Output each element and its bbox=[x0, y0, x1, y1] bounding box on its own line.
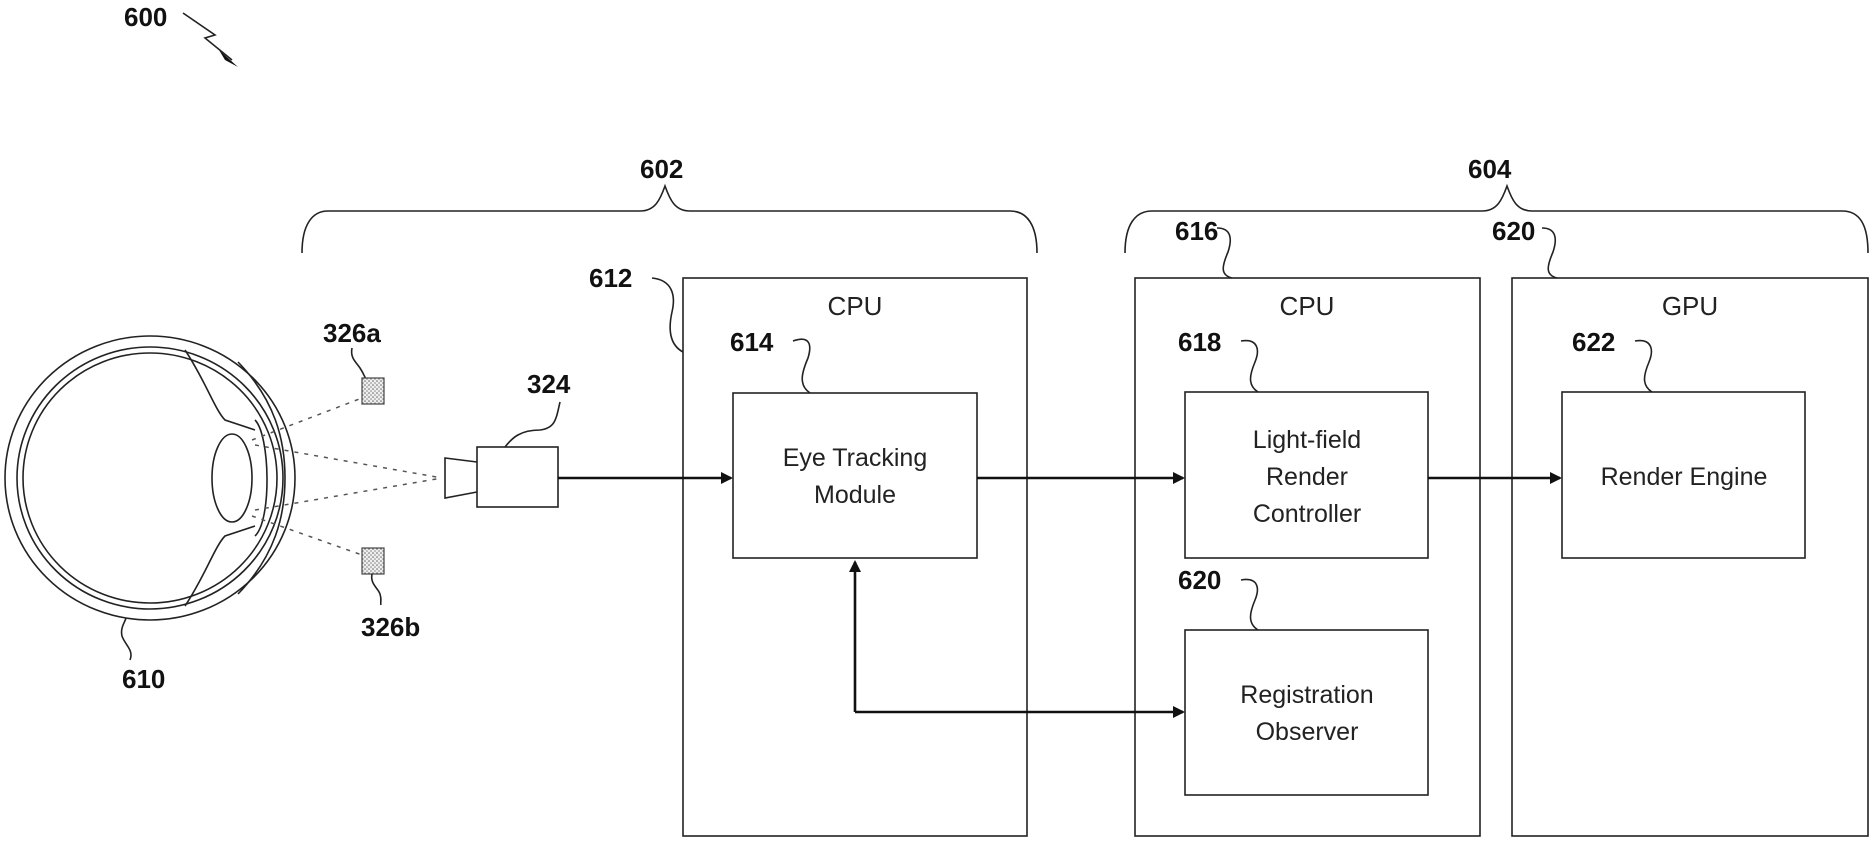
processor-620-label: 620 bbox=[1492, 216, 1535, 246]
processor-620-title: GPU bbox=[1662, 291, 1718, 321]
processor-612-title: CPU bbox=[828, 291, 883, 321]
processor-612-label: 612 bbox=[589, 263, 632, 293]
camera-body bbox=[476, 446, 559, 508]
module-618-line-3: Controller bbox=[1253, 500, 1361, 528]
module-614-line-2: Module bbox=[814, 481, 896, 509]
module-618-light-field-render-controller[interactable]: 618 Light-field Render Controller bbox=[1178, 327, 1429, 559]
module-620-line-2: Observer bbox=[1256, 718, 1359, 746]
module-614-eye-tracking[interactable]: 614 Eye Tracking Module bbox=[730, 327, 978, 559]
figure-pointer-arrow-icon bbox=[182, 12, 233, 61]
figure-pointer-arrowhead bbox=[219, 50, 238, 67]
illuminator-icon bbox=[361, 377, 385, 405]
module-620-registration-observer[interactable]: 620 Registration Observer bbox=[1178, 565, 1429, 796]
module-622-label: 622 bbox=[1572, 327, 1615, 357]
connectors bbox=[558, 472, 1562, 718]
processor-616-title: CPU bbox=[1280, 291, 1335, 321]
processor-620-gpu: GPU 620 bbox=[1492, 216, 1869, 837]
module-618-line-2: Render bbox=[1266, 463, 1348, 491]
module-614-line-1: Eye Tracking bbox=[783, 444, 928, 472]
illuminator-326b-label: 326b bbox=[361, 612, 420, 642]
processor-616: CPU 616 bbox=[1134, 216, 1481, 837]
eye-ref-label: 610 bbox=[122, 664, 165, 694]
processor-612: CPU 612 bbox=[589, 263, 1028, 837]
illuminator-326a: 326a bbox=[323, 318, 385, 405]
light-rays bbox=[251, 397, 443, 556]
module-620-line-1: Registration bbox=[1240, 681, 1373, 709]
group-604-brace: 604 bbox=[1124, 154, 1869, 254]
illuminator-icon bbox=[361, 547, 385, 575]
group-602-brace: 602 bbox=[301, 154, 1038, 254]
module-622-line-1: Render Engine bbox=[1601, 463, 1768, 491]
group-602-label: 602 bbox=[640, 154, 683, 184]
module-618-line-1: Light-field bbox=[1253, 426, 1361, 454]
module-618-label: 618 bbox=[1178, 327, 1221, 357]
figure-ref-600: 600 bbox=[124, 2, 238, 67]
eye-610: 610 bbox=[4, 335, 296, 694]
camera-ref-label: 324 bbox=[527, 369, 571, 399]
camera-324: 324 bbox=[444, 369, 571, 508]
module-622-render-engine[interactable]: 622 Render Engine bbox=[1561, 327, 1806, 559]
module-614-label: 614 bbox=[730, 327, 774, 357]
group-604-label: 604 bbox=[1468, 154, 1512, 184]
illuminator-326b: 326b bbox=[361, 547, 420, 642]
camera-lens-icon bbox=[444, 457, 478, 499]
figure-number: 600 bbox=[124, 2, 167, 32]
module-620-label: 620 bbox=[1178, 565, 1221, 595]
processor-616-label: 616 bbox=[1175, 216, 1218, 246]
illuminator-326a-label: 326a bbox=[323, 318, 381, 348]
